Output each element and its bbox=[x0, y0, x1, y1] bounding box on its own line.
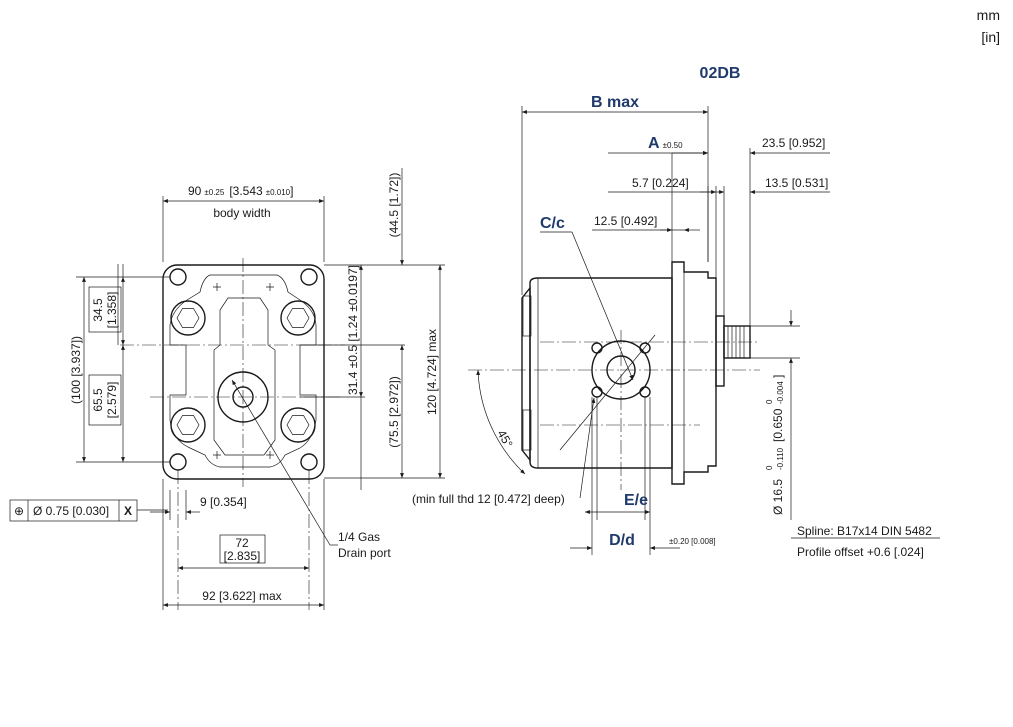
width-in: [3.543 bbox=[229, 184, 263, 198]
cc-label: C/c bbox=[540, 215, 565, 232]
overall-height-100: (100 [3.937]) bbox=[69, 336, 83, 404]
max-height-120: 120 [4.724] max bbox=[425, 329, 439, 415]
mount-hole-top-right bbox=[300, 268, 318, 286]
svg-text:0: 0 bbox=[765, 465, 774, 470]
angle-arc bbox=[476, 369, 526, 475]
model-label: 02DB bbox=[700, 65, 741, 82]
port-thread-hole-3 bbox=[591, 386, 603, 398]
bolt-bottom-right bbox=[280, 407, 316, 443]
dd-tol: ±0.20 [0.008] bbox=[669, 537, 716, 546]
center-72-mm: 72 bbox=[235, 536, 249, 550]
spline-note: Spline: B17x14 DIN 5482 bbox=[797, 524, 932, 538]
mount-hole-bottom-right bbox=[300, 453, 318, 471]
shaft-tol-mm-up: 0 bbox=[765, 465, 774, 470]
shaft-in-close: ] bbox=[771, 375, 785, 378]
b-max-label: B max bbox=[591, 94, 639, 111]
max-width-92: 92 [3.622] max bbox=[202, 589, 281, 603]
port-thread-hole-4 bbox=[639, 386, 651, 398]
front-channel bbox=[213, 297, 276, 456]
unit-inch: [in] bbox=[981, 29, 1000, 45]
shaft-offset-31-4: 31.4 ±0.5 [1.24 ±0.0197] bbox=[346, 265, 360, 395]
svg-text:]: ] bbox=[771, 375, 785, 378]
flange bbox=[671, 261, 717, 485]
side-dimensions: B max A±0.50 23.5 [0.952] 5.7 [0.224] 13… bbox=[412, 94, 940, 559]
port-thread-hole-1 bbox=[591, 342, 603, 354]
pilot bbox=[715, 315, 725, 387]
shaft-dia-mm: Ø 16.5 bbox=[771, 479, 785, 515]
width-tol: ±0.25 bbox=[204, 188, 225, 197]
thread-note: (min full thd 12 [0.472] deep) bbox=[412, 492, 565, 506]
side-body-outline bbox=[529, 277, 673, 469]
dim-13-5: 13.5 [0.531] bbox=[765, 176, 828, 190]
bolt-top-in: [1.358] bbox=[105, 292, 119, 329]
svg-text:-0.004: -0.004 bbox=[776, 381, 785, 404]
bolt-bottom-left bbox=[170, 407, 206, 443]
mount-hole-bottom-left bbox=[169, 453, 187, 471]
a-tol: ±0.50 bbox=[663, 141, 684, 150]
port-thread-hole-2 bbox=[639, 342, 651, 354]
bolt-bottom-mm: 65.5 bbox=[91, 388, 105, 412]
a-label: A bbox=[648, 135, 660, 152]
width-in-tol: ±0.010 bbox=[266, 188, 291, 197]
body-width-label: body width bbox=[213, 206, 270, 220]
dd-label: D/d bbox=[609, 532, 635, 549]
svg-text:90±0.25[3.543±0.010]: 90±0.25 [3.543±0.010] bbox=[188, 184, 293, 198]
lower-offset-75-5: (75.5 [2.972]) bbox=[387, 376, 401, 447]
mount-hole-top-left bbox=[169, 268, 187, 286]
unit-mm: mm bbox=[977, 7, 1000, 23]
front-inner-profile bbox=[169, 274, 317, 468]
side-view bbox=[468, 261, 760, 490]
rear-cover-tab-top bbox=[522, 295, 532, 337]
position-symbol: ⊕ bbox=[14, 504, 24, 518]
front-body-outline bbox=[162, 264, 325, 480]
center-72-in: [2.835] bbox=[224, 549, 261, 563]
bolt-top-mm: 34.5 bbox=[91, 298, 105, 322]
svg-text:0: 0 bbox=[765, 399, 774, 404]
profile-offset: Profile offset +0.6 [.024] bbox=[797, 545, 924, 559]
hole-dim-9: 9 [0.354] bbox=[200, 495, 247, 509]
front-dimensions: 90±0.25 [3.543±0.010] body width (100 [3.… bbox=[69, 168, 445, 610]
svg-text:[0.650: [0.650 bbox=[771, 408, 785, 442]
position-tolerance-frame: ⊕ Ø 0.75 [0.030] X bbox=[9, 499, 168, 522]
shaft-tol-mm-dn: -0.110 bbox=[776, 447, 785, 470]
bolt-top-right bbox=[280, 300, 316, 336]
position-tolerance-value: Ø 0.75 [0.030] bbox=[33, 504, 109, 518]
shaft-in: [0.650 bbox=[771, 408, 785, 442]
shaft-tol-in-dn: -0.004 bbox=[776, 381, 785, 404]
width-in-close: ] bbox=[290, 184, 293, 198]
dim-5-7: 5.7 [0.224] bbox=[632, 176, 689, 190]
drain-label-1: 1/4 Gas bbox=[338, 530, 380, 544]
svg-text:Ø 16.5: Ø 16.5 bbox=[771, 479, 785, 515]
ee-label: E/e bbox=[624, 492, 648, 509]
top-offset-44-5: (44.5 [1.72]) bbox=[387, 173, 401, 238]
bolt-bottom-in: [2.579] bbox=[105, 382, 119, 419]
dim-12-5: 12.5 [0.492] bbox=[594, 214, 657, 228]
svg-text:-0.110: -0.110 bbox=[776, 447, 785, 470]
bolt-top-left bbox=[170, 300, 206, 336]
datum-x: X bbox=[124, 504, 132, 518]
dim-23-5: 23.5 [0.952] bbox=[762, 136, 825, 150]
width-90: 90 bbox=[188, 184, 202, 198]
drain-label-2: Drain port bbox=[338, 546, 391, 560]
svg-text:A±0.50: A±0.50 bbox=[648, 135, 683, 152]
cross-marks bbox=[213, 283, 274, 459]
shaft-tol-in-up: 0 bbox=[765, 399, 774, 404]
front-view bbox=[120, 258, 345, 610]
angle-45: 45° bbox=[494, 428, 515, 451]
